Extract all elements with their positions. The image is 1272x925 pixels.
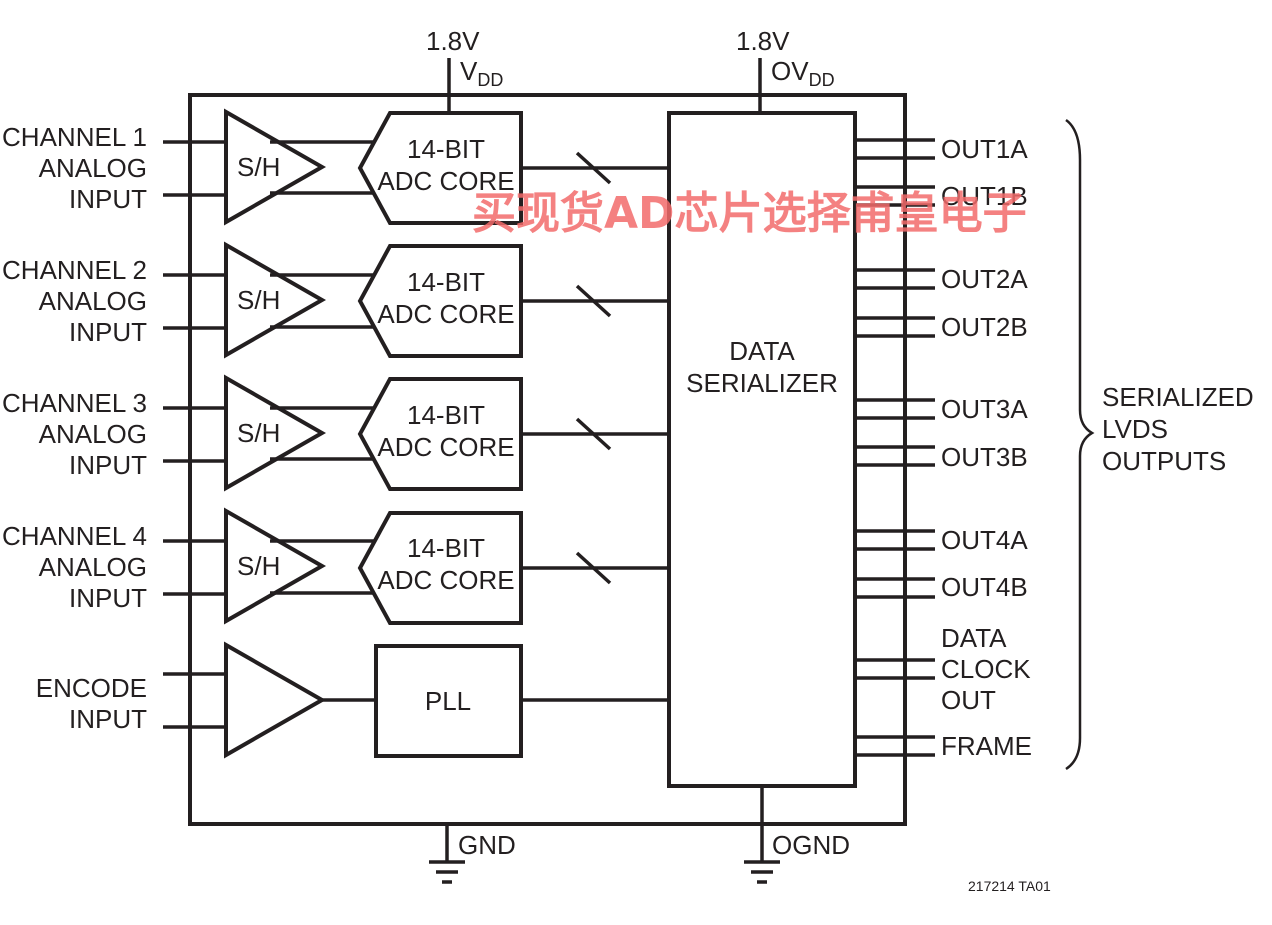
adc-label-4a: 14-BIT — [407, 533, 485, 563]
figure-id: 217214 TA01 — [968, 878, 1051, 894]
serializer-label-2: SERIALIZER — [686, 368, 838, 398]
channel-3-label-1: CHANNEL 3 — [2, 388, 147, 418]
sh-label-2: S/H — [237, 285, 280, 315]
adc-label-2a: 14-BIT — [407, 267, 485, 297]
channel-4 — [163, 507, 669, 625]
channel-2-label-3: INPUT — [69, 317, 147, 347]
channel-2-label-1: CHANNEL 2 — [2, 255, 147, 285]
brace-label-1: SERIALIZED — [1102, 382, 1254, 412]
channel-1-label-3: INPUT — [69, 184, 147, 214]
out2a-label: OUT2A — [941, 264, 1028, 294]
adc-core-4 — [357, 511, 523, 625]
bus-slash-2 — [575, 284, 612, 318]
out1b-label: OUT1B — [941, 181, 1028, 211]
serializer-label-1: DATA — [729, 336, 795, 366]
ognd-label: OGND — [772, 830, 850, 860]
ognd-symbol — [744, 786, 780, 884]
encode-label-2: INPUT — [69, 704, 147, 734]
ovdd-voltage: 1.8V — [736, 26, 790, 56]
pll-label: PLL — [425, 686, 471, 716]
bus-slash-1 — [575, 151, 612, 185]
sh-label-1: S/H — [237, 152, 280, 182]
bus-slash-4 — [575, 551, 612, 585]
adc-label-3a: 14-BIT — [407, 400, 485, 430]
ovdd-label: OVDD — [771, 56, 835, 90]
adc-label-1b: ADC CORE — [377, 166, 514, 196]
channel-4-label-3: INPUT — [69, 583, 147, 613]
adc-label-4b: ADC CORE — [377, 565, 514, 595]
channel-3-label-2: ANALOG — [39, 419, 147, 449]
encode-buffer — [224, 641, 327, 759]
clock-label-3: OUT — [941, 685, 996, 715]
out1a-label: OUT1A — [941, 134, 1028, 164]
channel-3-label-3: INPUT — [69, 450, 147, 480]
out4a-label: OUT4A — [941, 525, 1028, 555]
brace-label-2: LVDS — [1102, 414, 1168, 444]
channel-4-label-2: ANALOG — [39, 552, 147, 582]
channel-1-label-2: ANALOG — [39, 153, 147, 183]
channel-3 — [163, 374, 669, 492]
out2b-label: OUT2B — [941, 312, 1028, 342]
adc-label-2b: ADC CORE — [377, 299, 514, 329]
bus-slash-3 — [575, 417, 612, 451]
frame-label: FRAME — [941, 731, 1032, 761]
channel-2-label-2: ANALOG — [39, 286, 147, 316]
vdd-voltage: 1.8V — [426, 26, 480, 56]
gnd-label: GND — [458, 830, 516, 860]
clock-label-2: CLOCK — [941, 654, 1031, 684]
out3b-label: OUT3B — [941, 442, 1028, 472]
channel-4-label-1: CHANNEL 4 — [2, 521, 147, 551]
out3a-label: OUT3A — [941, 394, 1028, 424]
encode-path — [163, 641, 669, 759]
adc-label-3b: ADC CORE — [377, 432, 514, 462]
adc-label-1a: 14-BIT — [407, 134, 485, 164]
adc-core-1 — [357, 111, 523, 225]
brace-label-3: OUTPUTS — [1102, 446, 1226, 476]
channel-2 — [163, 241, 669, 359]
output-pins — [855, 138, 935, 757]
data-serializer-block — [667, 111, 857, 788]
pll-block — [374, 644, 523, 758]
out4b-label: OUT4B — [941, 572, 1028, 602]
channel-1-label-1: CHANNEL 1 — [2, 122, 147, 152]
adc-core-2 — [357, 244, 523, 358]
sh-label-3: S/H — [237, 418, 280, 448]
adc-core-3 — [357, 377, 523, 491]
channel-1 — [163, 108, 669, 226]
encode-label-1: ENCODE — [36, 673, 147, 703]
watermark: 买现货AD芯片选择甫皇电子 — [472, 188, 1027, 239]
sh-label-4: S/H — [237, 551, 280, 581]
gnd-symbol — [429, 824, 465, 884]
clock-label-1: DATA — [941, 623, 1007, 653]
vdd-label: VDD — [460, 56, 503, 90]
output-brace — [1065, 118, 1095, 771]
